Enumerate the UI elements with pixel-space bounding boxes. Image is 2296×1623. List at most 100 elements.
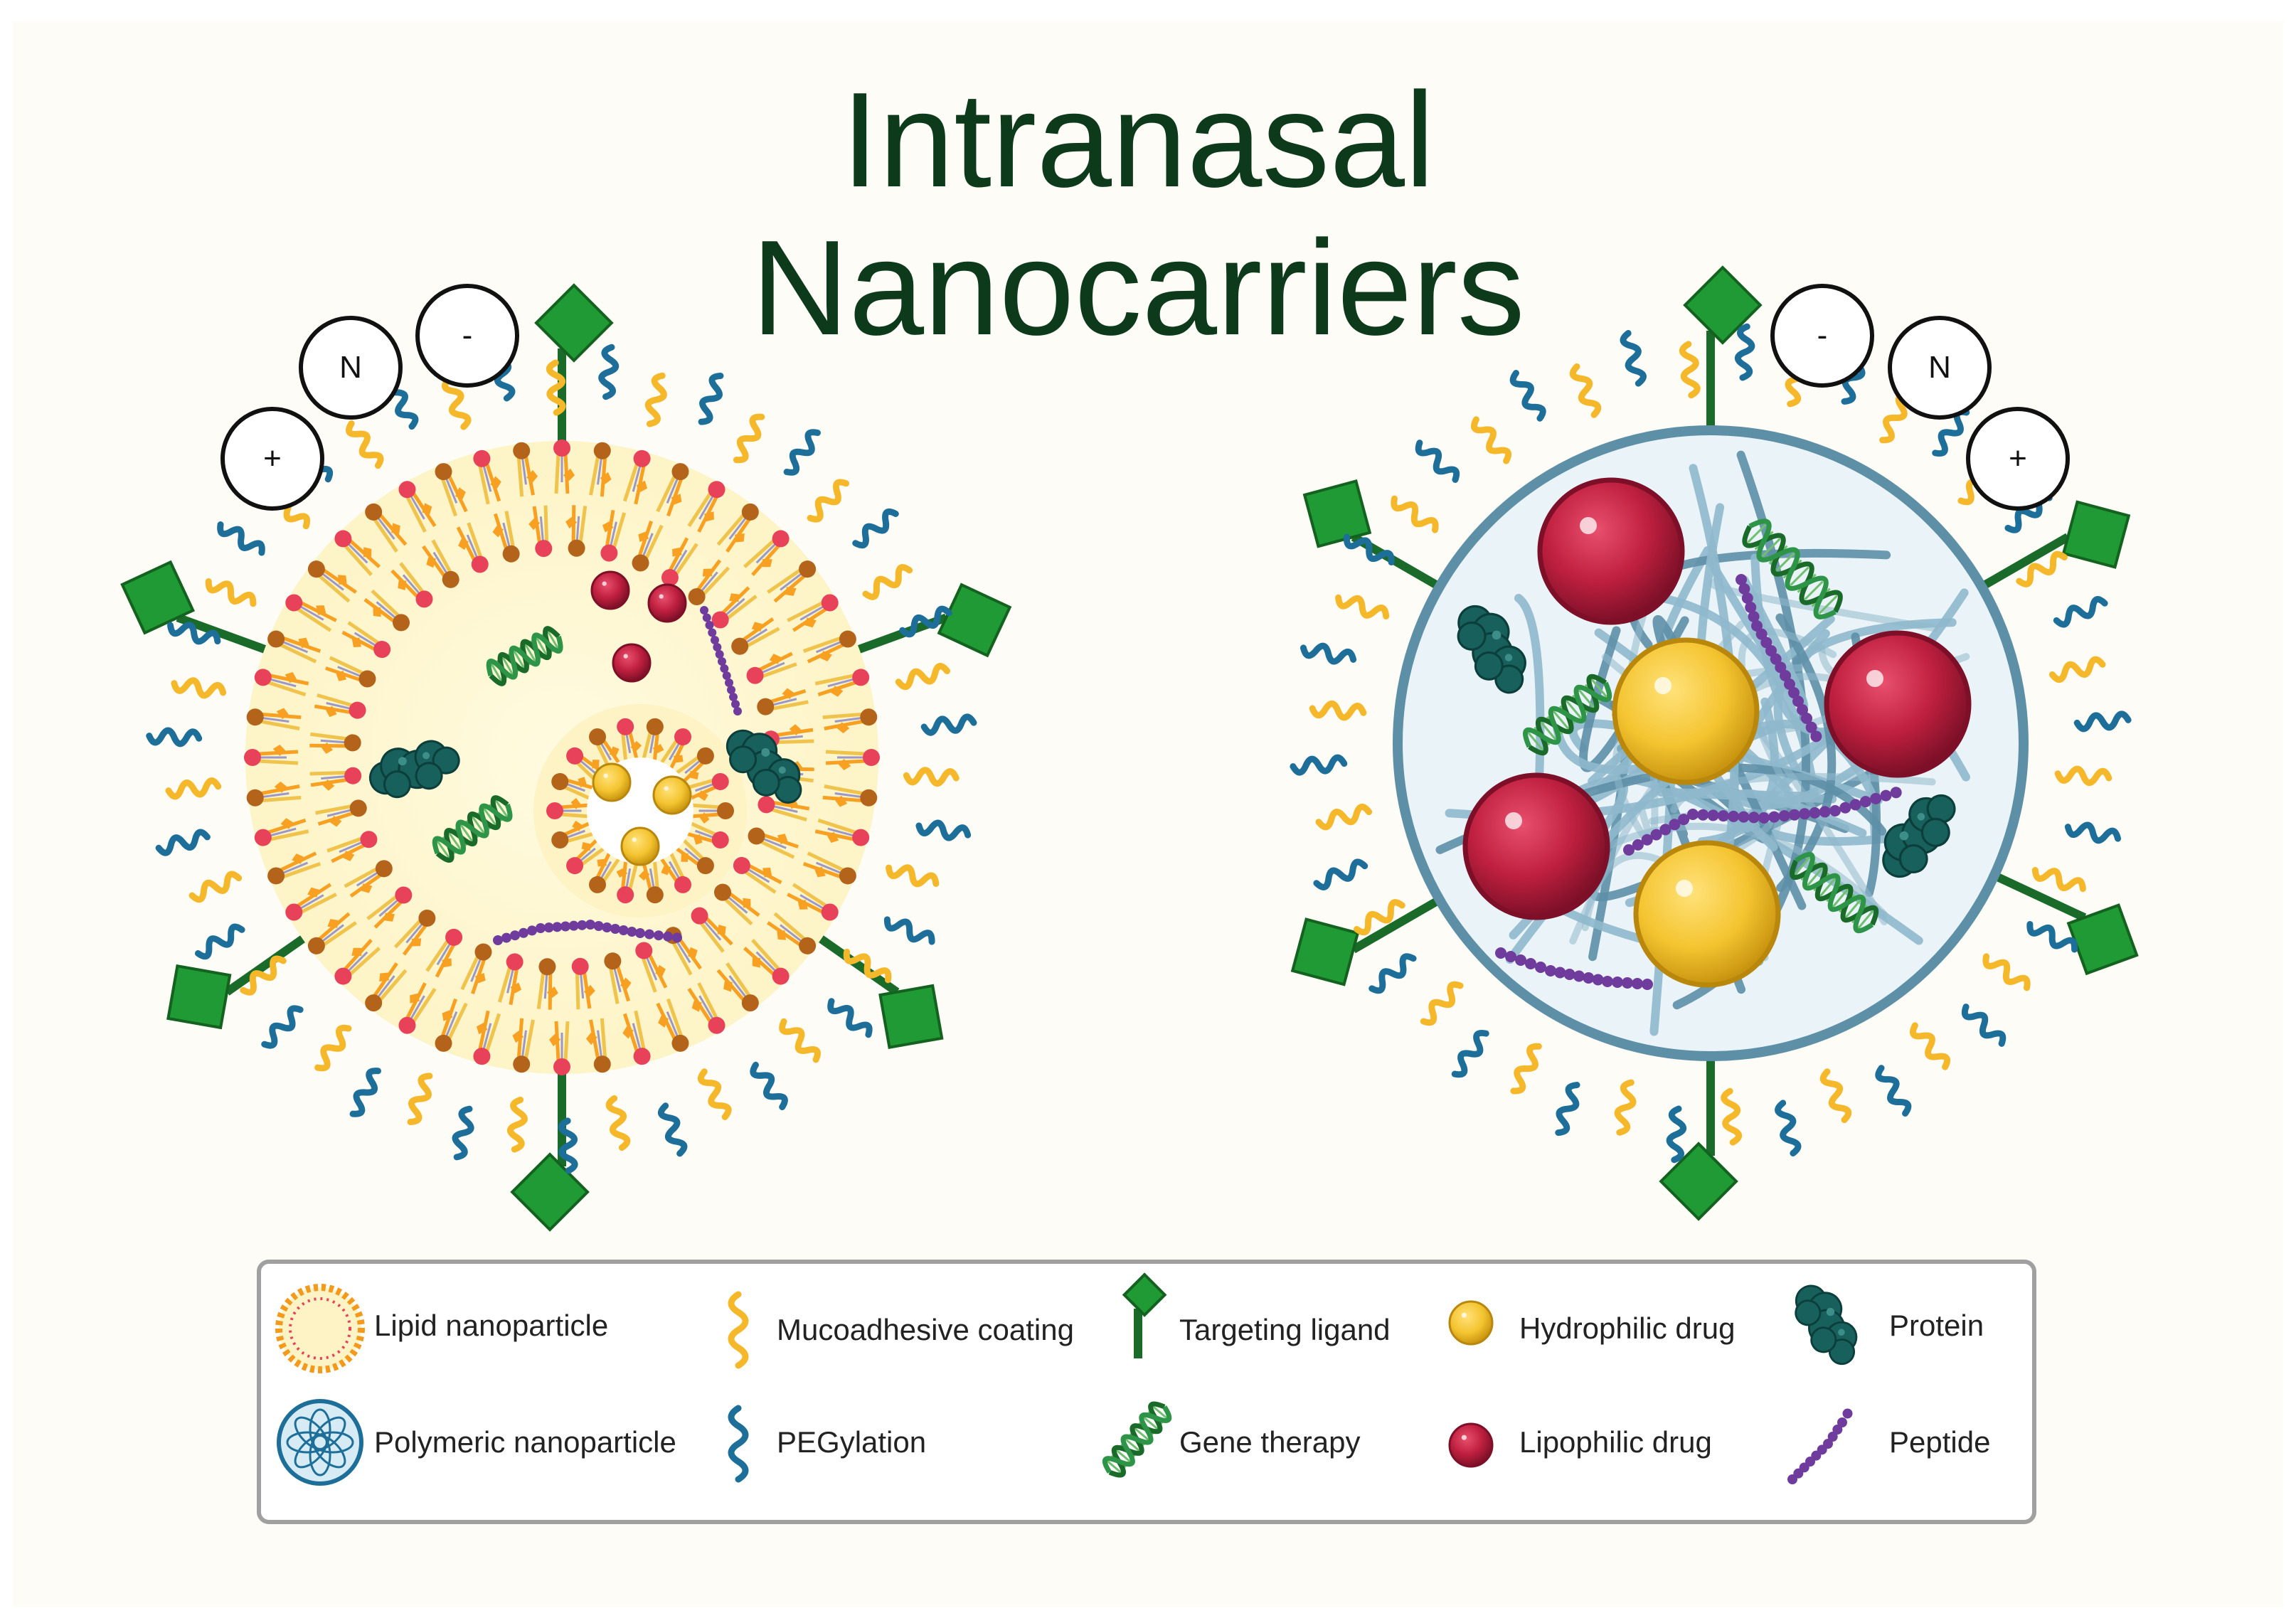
lipid-outer-phospholipid-37 xyxy=(589,442,612,497)
lipid-lipophilic-drug-1 xyxy=(590,570,630,610)
lipid-pegylation-37 xyxy=(698,372,724,425)
lipid-outer-phospholipid-14 xyxy=(473,1010,501,1065)
lipid-pegylation-7 xyxy=(750,1061,788,1111)
lipid-inner-phospholipid-36 xyxy=(731,617,780,655)
charge-label-right-2: + xyxy=(2009,441,2027,476)
lipid-mucoadhesive-coating-26 xyxy=(205,578,257,607)
lipid-outer-phospholipid-13 xyxy=(512,1018,535,1073)
lipid-inner-phospholipid-35 xyxy=(711,586,758,629)
lipid-inner-phospholipid-1 xyxy=(758,796,810,822)
polymeric-protein-2 xyxy=(1882,794,1956,878)
lipid-inner-phospholipid-17 xyxy=(326,831,378,863)
polymeric-pegylation-7 xyxy=(1875,1065,1912,1117)
polymeric-mucoadhesive-coating-12 xyxy=(1614,1079,1637,1136)
lipid-outer-phospholipid-8 xyxy=(687,982,726,1034)
charge-label-left-0: + xyxy=(263,441,282,476)
legend-label-protein: Protein xyxy=(1889,1309,1984,1342)
polymeric-mucoadhesive-coating-42 xyxy=(2048,656,2106,683)
polymeric-pegylation-5 xyxy=(1961,1004,2007,1047)
lipid-inner-phospholipid-19 xyxy=(309,767,362,791)
lipid-outer-phospholipid-4 xyxy=(787,883,839,921)
legend-label-lipophilic: Lipophilic drug xyxy=(1519,1425,1712,1459)
lipid-pegylation-17 xyxy=(261,1005,304,1049)
polymeric-mucoadhesive-coating-4 xyxy=(1982,953,2031,991)
lipid-mucoadhesive-coating-30 xyxy=(345,420,384,469)
polymeric-targeting-ligand-1 xyxy=(1973,500,2131,595)
lipid-inner-phospholipid-14 xyxy=(393,909,436,956)
lipid-inner-phospholipid-7 xyxy=(635,942,668,993)
lipid-pegylation-43 xyxy=(899,605,952,638)
lipid-micelle-phospholipid-13 xyxy=(617,718,642,763)
lipid-outer-phospholipid-6 xyxy=(743,939,790,985)
lipid-outer-phospholipid-5 xyxy=(767,912,817,954)
lipid-mucoadhesive-coating-6 xyxy=(779,1018,821,1063)
lipid-pegylation-45 xyxy=(920,713,977,736)
lipid-outer-phospholipid-27 xyxy=(267,630,321,664)
lipid-outer-phospholipid-17 xyxy=(365,962,408,1012)
polymeric-targeting-ligand-2 xyxy=(1986,868,2139,976)
polymeric-peptide-1 xyxy=(1736,574,1822,743)
lipid-outer-phospholipid-25 xyxy=(246,708,302,730)
lipid-pegylation-19 xyxy=(194,923,245,960)
lipid-inner-phospholipid-21 xyxy=(314,693,366,719)
legend-label-hydrophilic: Hydrophilic drug xyxy=(1519,1311,1735,1345)
lipid-protein-1 xyxy=(368,740,460,799)
lipid-inner-phospholipid-10 xyxy=(536,958,558,1010)
polymeric-mucoadhesive-coating-28 xyxy=(1471,416,1511,464)
lipid-inner-phospholipid-2 xyxy=(748,827,799,859)
lipid-inner-phospholipid-37 xyxy=(746,651,797,684)
lipid-pegylation-25 xyxy=(167,622,221,645)
polymeric-targeting-ligand-4 xyxy=(1290,892,1448,986)
polymeric-pegylation-17 xyxy=(1368,953,1417,994)
lipid-outer-phospholipid-28 xyxy=(285,594,337,632)
polymeric-mucoadhesive-coating-14 xyxy=(1510,1043,1542,1095)
polymeric-mucoadhesive-coating-26 xyxy=(1391,495,1439,533)
lipid-outer-phospholipid-32 xyxy=(398,481,437,533)
polymeric-gene-therapy-3 xyxy=(1790,851,1879,934)
polymeric-mucoadhesive-coating-40 xyxy=(2016,550,2068,587)
polymeric-mucoadhesive-coating-16 xyxy=(1420,981,1464,1026)
lipid-inner-phospholipid-8 xyxy=(604,952,632,1004)
polymeric-mucoadhesive-coating-24 xyxy=(1335,594,1390,619)
lipid-outer-phospholipid-45 xyxy=(802,630,856,664)
lipid-inner-phospholipid-22 xyxy=(325,656,376,688)
legend-label-peptide: Peptide xyxy=(1889,1425,1990,1459)
lipid-outer-phospholipid-29 xyxy=(307,560,357,603)
lipid-inner-phospholipid-34 xyxy=(688,559,730,606)
lipid-hydrophilic-drug-1 xyxy=(592,762,632,802)
lipid-inner-phospholipid-18 xyxy=(315,799,367,827)
lipid-pegylation-13 xyxy=(452,1105,474,1161)
lipid-mucoadhesive-coating-2 xyxy=(886,864,940,888)
charge-bubble-right-1: N xyxy=(1888,316,1992,420)
lipid-outer-phospholipid-20 xyxy=(285,883,337,921)
lipid-inner-phospholipid-20 xyxy=(309,732,361,754)
surface-charges-right: - N + xyxy=(1770,284,2070,511)
lipid-micelle-phospholipid-16 xyxy=(674,747,714,784)
lipid-outer-phospholipid-31 xyxy=(365,503,408,553)
lipid-outer-phospholipid-22 xyxy=(254,818,309,846)
charge-bubble-right-0: - xyxy=(1770,284,1874,388)
lipid-inner-phospholipid-5 xyxy=(691,907,733,953)
lipid-targeting-ligand-5 xyxy=(120,560,280,659)
polymeric-protein-1 xyxy=(1457,605,1526,694)
lipid-mucoadhesive-coating-44 xyxy=(895,663,951,691)
lipid-mucoadhesive-coating-10 xyxy=(605,1095,631,1151)
polymeric-lipophilic-drug-3 xyxy=(1462,772,1610,920)
polymeric-pegylation-31 xyxy=(1620,330,1647,387)
lipid-outer-phospholipid-38 xyxy=(622,449,651,505)
lipid-inner-phospholipid-38 xyxy=(757,688,809,715)
lipid-inner-phospholipid-4 xyxy=(713,883,760,926)
lipid-outer-phospholipid-1 xyxy=(822,784,878,807)
lipid-outer-phospholipid-44 xyxy=(787,594,839,632)
lipid-pegylation-1 xyxy=(915,819,972,841)
lipid-outer-phospholipid-34 xyxy=(473,449,501,505)
polymeric-mucoadhesive-coating-22 xyxy=(1309,700,1367,721)
lipid-inner-phospholipid-30 xyxy=(565,505,588,557)
lipid-mucoadhesive-coating-42 xyxy=(862,564,913,600)
charge-bubble-left-2: - xyxy=(415,284,519,388)
lipid-mucoadhesive-coating-36 xyxy=(644,372,667,427)
pegylation-icon xyxy=(728,1405,749,1483)
polymeric-mucoadhesive-coating-30 xyxy=(1569,363,1602,418)
charge-label-right-1: N xyxy=(1928,350,1951,385)
legend-label-lipid: Lipid nanoparticle xyxy=(374,1309,608,1342)
